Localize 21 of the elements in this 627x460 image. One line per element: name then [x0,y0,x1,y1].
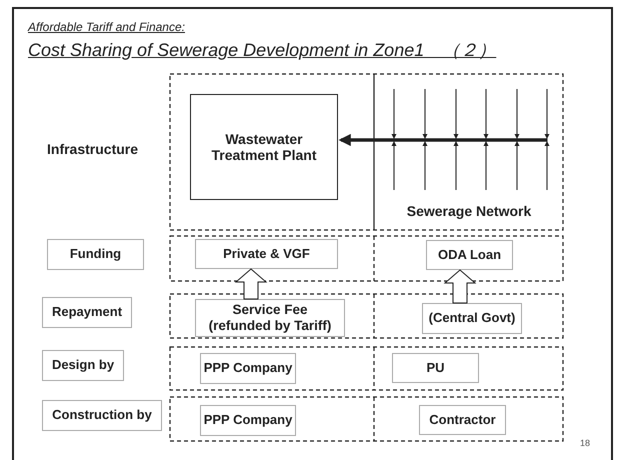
text-box: PU [392,353,479,383]
page-number: 18 [580,438,590,448]
block-arrow [234,268,268,300]
text-box: PPP Company [200,353,296,384]
row-label-box: Construction by [42,400,162,431]
kicker-heading: Affordable Tariff and Finance: [28,20,185,34]
text-box: Private & VGF [195,239,338,269]
arrow [338,134,547,146]
text-box: ODA Loan [426,240,513,270]
text-box: Contractor [419,405,506,435]
block-arrow [444,269,476,304]
network-label: Sewerage Network [376,196,562,226]
text-box: (Central Govt) [422,303,522,334]
text-box: Service Fee (refunded by Tariff) [195,299,345,337]
row-label: Infrastructure [47,141,138,157]
slide-title: Cost Sharing of Sewerage Development in Zone1 （２） [28,39,496,62]
row-label-box: Funding [47,239,144,270]
text-box: PPP Company [200,405,296,436]
treatment-plant-box: Wastewater Treatment Plant [190,94,338,200]
row-label-box: Repayment [42,297,132,328]
row-label-box: Design by [42,350,124,381]
